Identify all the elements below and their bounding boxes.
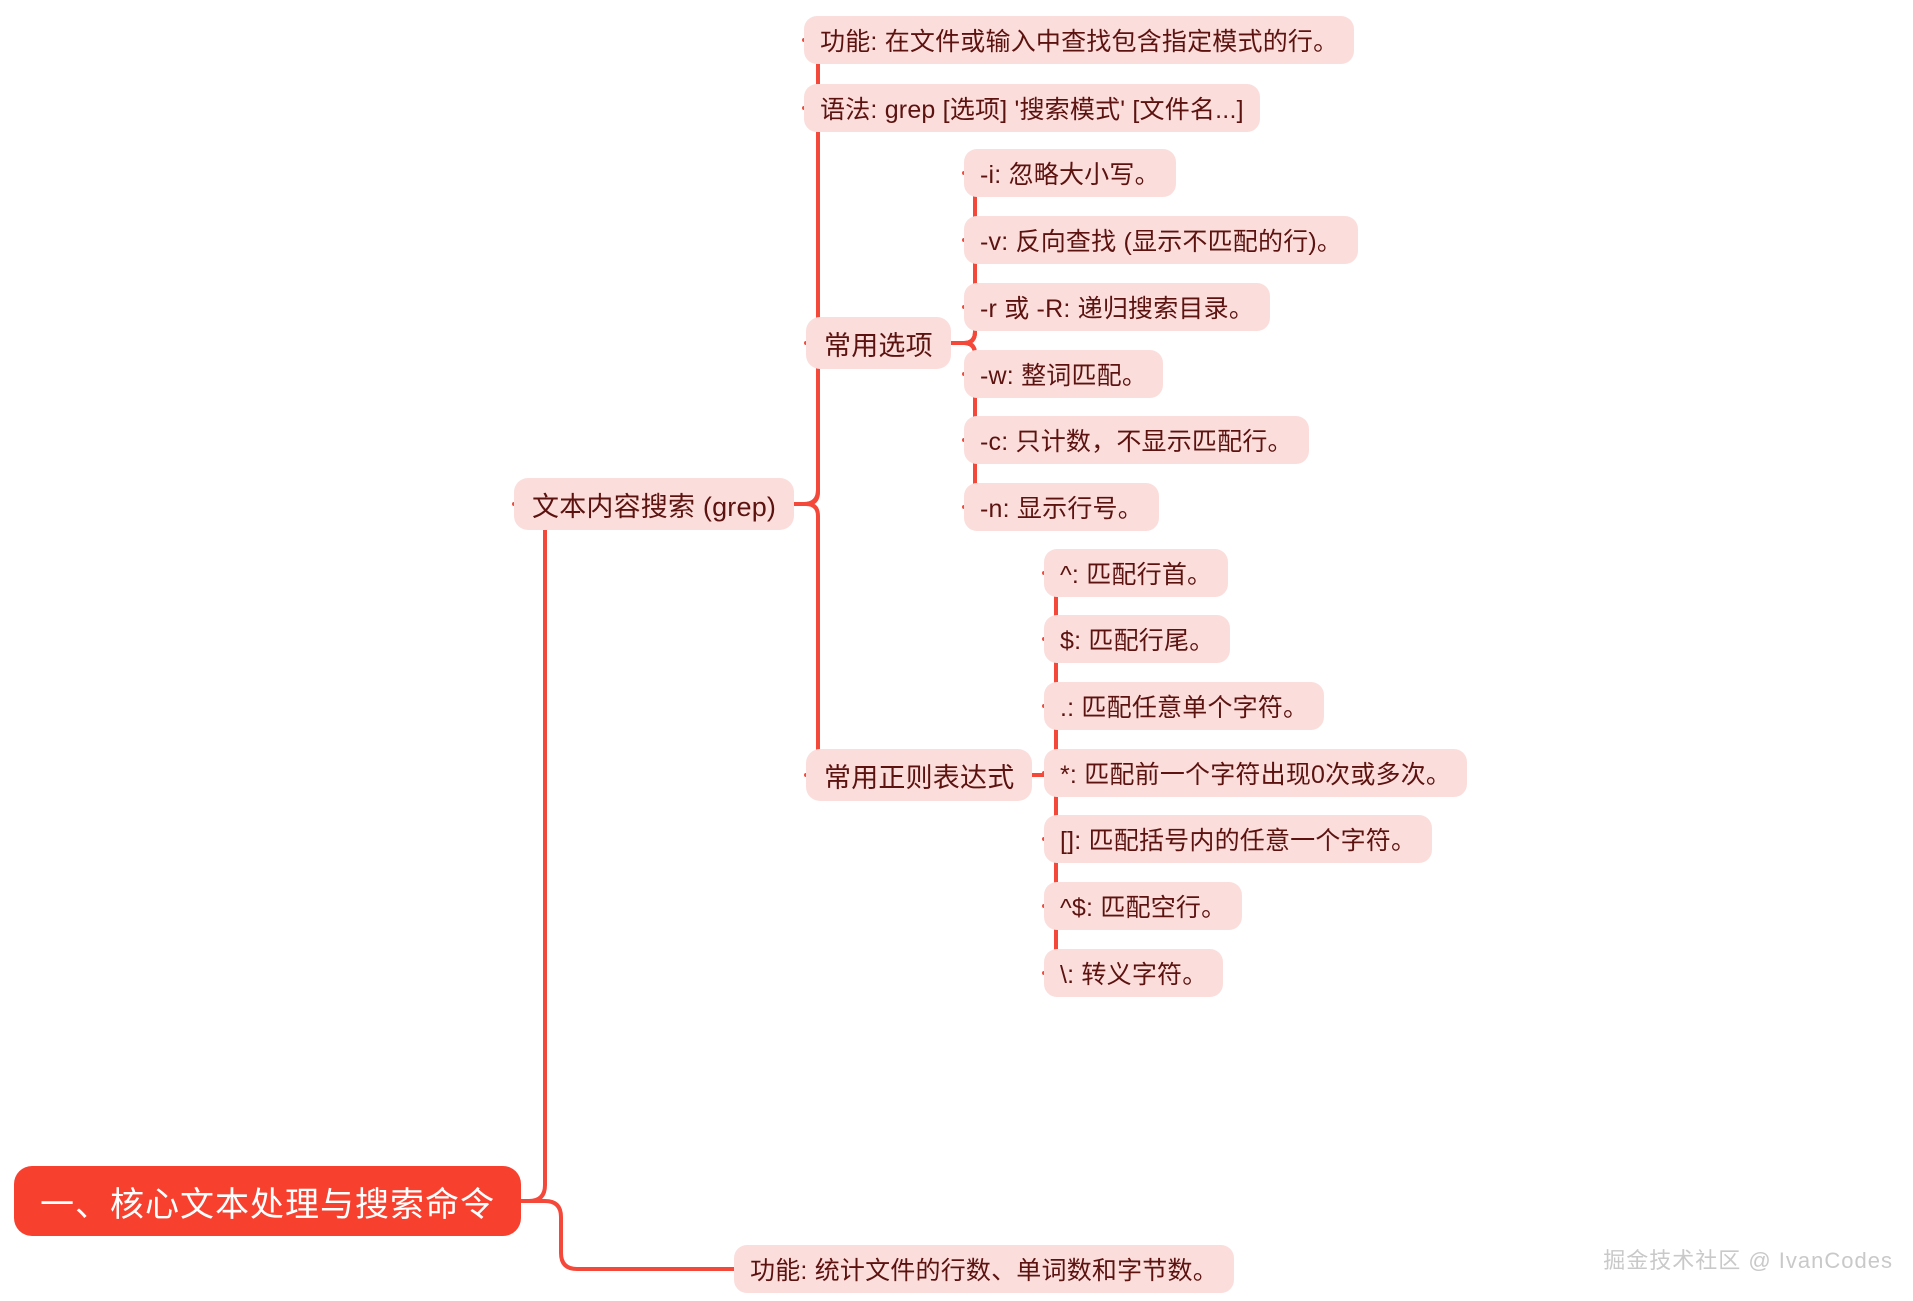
leaf-regex-brackets[interactable]: []: 匹配括号内的任意一个字符。: [1044, 815, 1433, 863]
leaf-option-i[interactable]: -i: 忽略大小写。: [964, 149, 1176, 197]
sub-node-common-regex[interactable]: 常用正则表达式: [806, 749, 1033, 801]
leaf-grep-syntax[interactable]: 语法: grep [选项] '搜索模式' [文件名...]: [804, 84, 1260, 132]
leaf-regex-caret[interactable]: ^: 匹配行首。: [1044, 549, 1229, 597]
leaf-option-w[interactable]: -w: 整词匹配。: [964, 350, 1164, 398]
leaf-regex-dollar[interactable]: $: 匹配行尾。: [1044, 615, 1231, 663]
root-node[interactable]: 一、核心文本处理与搜索命令: [14, 1166, 521, 1236]
link-grep-to-regex: [792, 502, 831, 777]
leaf-option-n[interactable]: -n: 显示行号。: [964, 483, 1159, 531]
link-root-to-wc: [519, 1199, 736, 1271]
sub-node-common-options[interactable]: 常用选项: [806, 317, 951, 369]
leaf-regex-star[interactable]: *: 匹配前一个字符出现0次或多次。: [1044, 749, 1468, 797]
leaf-wc-function[interactable]: 功能: 统计文件的行数、单词数和字节数。: [734, 1245, 1234, 1293]
link-grep-to-syntax: [792, 106, 833, 506]
leaf-option-v[interactable]: -v: 反向查找 (显示不匹配的行)。: [964, 216, 1359, 264]
watermark: 掘金技术社区 @ IvanCodes: [1603, 1248, 1893, 1273]
leaf-regex-escape[interactable]: \: 转义字符。: [1044, 949, 1224, 997]
link-regex-to-escape: [1030, 773, 1069, 975]
leaf-regex-dot[interactable]: .: 匹配任意单个字符。: [1044, 682, 1325, 730]
leaf-grep-function[interactable]: 功能: 在文件或输入中查找包含指定模式的行。: [804, 16, 1355, 64]
leaf-option-r[interactable]: -r 或 -R: 递归搜索目录。: [964, 283, 1271, 331]
leaf-regex-emptyline[interactable]: ^$: 匹配空行。: [1044, 882, 1243, 930]
link-regex-to-caret: [1030, 571, 1069, 777]
link-root-to-grep: [512, 502, 562, 1203]
branch-node-grep[interactable]: 文本内容搜索 (grep): [514, 478, 795, 530]
leaf-option-c[interactable]: -c: 只计数，不显示匹配行。: [964, 416, 1309, 464]
